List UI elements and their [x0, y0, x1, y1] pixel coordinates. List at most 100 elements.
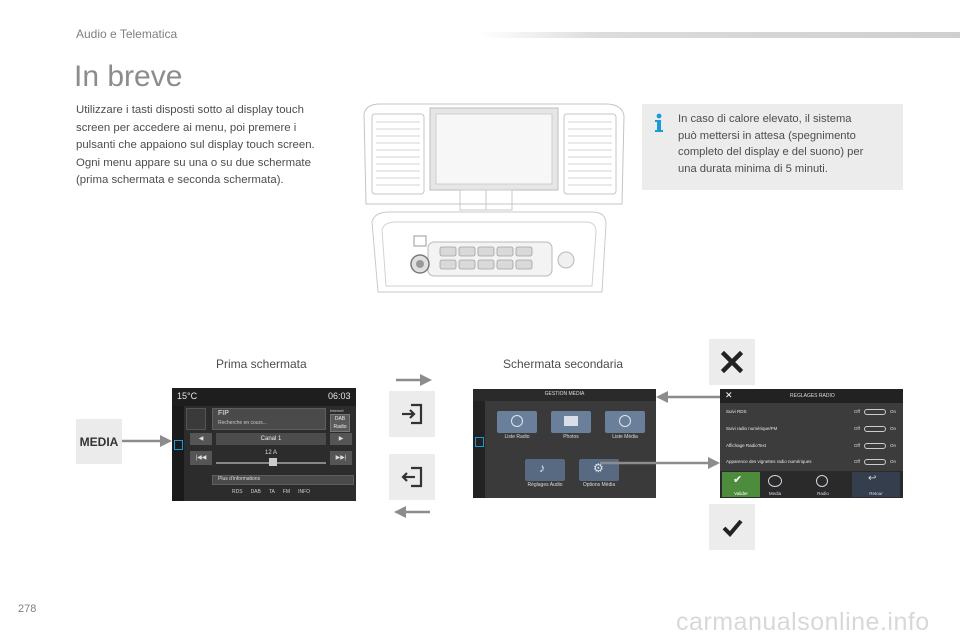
checkmark-icon	[722, 519, 743, 537]
intro-line: Utilizzare i tasti disposti sotto al dis…	[76, 104, 304, 116]
media-icon	[619, 415, 631, 427]
tab-label: Media	[768, 491, 782, 496]
setting-label: Affichage RadioText	[726, 443, 766, 448]
media-options-tile[interactable]	[579, 459, 619, 481]
radio-icon	[186, 408, 206, 430]
arrow-right-icon	[396, 374, 432, 386]
info-text: In caso di calore elevato, il sistema pu…	[678, 111, 896, 177]
temperature: 15°C	[177, 391, 198, 401]
intro-line: Ogni menu appare su una o su due scherma…	[76, 156, 311, 169]
radiotext-toggle[interactable]	[864, 443, 886, 449]
ta-indicator: TA	[268, 489, 275, 495]
slider-handle[interactable]	[269, 458, 277, 466]
slideshow-toggle[interactable]	[864, 459, 886, 465]
station-name: FIP	[218, 410, 229, 417]
rds-toggle[interactable]	[864, 409, 886, 415]
info-line: completo del display e del suono) per	[678, 146, 864, 158]
more-info-button[interactable]: Plus d'informations	[218, 476, 261, 482]
intro-line: pulsanti che appaiono sul display touch …	[76, 139, 315, 152]
audio-settings-tile[interactable]	[525, 459, 565, 481]
off-label: Off	[854, 459, 860, 464]
previous-screen-icon	[401, 466, 423, 488]
setting-label: Suivi RDS	[726, 409, 747, 414]
close-icon	[721, 351, 743, 373]
off-label: Off	[854, 443, 860, 448]
arrow-right-icon	[600, 457, 720, 469]
on-label: On	[890, 426, 897, 431]
back-button[interactable]	[852, 472, 900, 497]
seek-forward-button[interactable]: ▶▶|	[330, 451, 352, 465]
info-icon	[655, 113, 663, 132]
info-line: In caso di calore elevato, il sistema	[678, 113, 852, 125]
second-screen-screenshot: GESTION MEDIA Liste Radio Photos Liste M…	[473, 389, 656, 498]
back-arrow-icon: ↩	[868, 473, 877, 484]
on-label: On	[890, 443, 897, 448]
music-note-icon: ♪	[539, 461, 545, 475]
tile-label: Réglages Audio	[527, 482, 563, 488]
radio-icon	[511, 415, 523, 427]
dab-label: DAB	[334, 416, 346, 422]
setting-label: Suivi radio numérique/FM	[726, 426, 778, 431]
settings-screen-screenshot: ✕ REGLAGES RADIO Suivi RDS Suivi radio n…	[720, 389, 903, 498]
arrow-right-icon	[122, 435, 172, 447]
close-button[interactable]	[709, 339, 755, 385]
arrow-left-icon	[394, 506, 430, 518]
bottom-indicators: RDS DAB TA FM INFO	[232, 489, 352, 495]
photo-icon	[564, 416, 578, 426]
tile-label: Liste Radio	[504, 434, 530, 440]
tab-label: Valider	[734, 491, 748, 496]
back-icon[interactable]	[475, 437, 484, 447]
dab-sublabel: Radio	[333, 424, 347, 430]
screen2-header: GESTION MEDIA	[544, 391, 585, 397]
intro-paragraph: Utilizzare i tasti disposti sotto al dis…	[76, 102, 344, 190]
setting-label: Apparence des vignettes radio numériques	[726, 459, 812, 464]
confirm-button[interactable]	[709, 504, 755, 550]
clock: 06:03	[328, 391, 351, 401]
dab-button[interactable]: DAB Radio	[330, 414, 350, 432]
first-screen-screenshot: 15°C 06:03 FIP Recherche en cours... Int…	[172, 388, 356, 501]
first-screen-label: Prima schermata	[216, 357, 307, 371]
next-screen-button[interactable]	[389, 391, 435, 437]
header-rule	[480, 32, 960, 38]
next-button[interactable]: ▶	[330, 433, 352, 445]
next-screen-icon	[402, 403, 423, 425]
media-button[interactable]: MEDIA	[76, 419, 122, 464]
tile-label: Photos	[563, 434, 579, 440]
info-line: può mettersi in attesa (spegnimento	[678, 129, 856, 142]
close-icon[interactable]: ✕	[725, 390, 733, 400]
page-title: In breve	[74, 60, 183, 93]
previous-screen-button[interactable]	[389, 454, 435, 500]
page-number: 278	[18, 603, 37, 615]
channel-name: Canal 1	[216, 433, 326, 445]
watermark: carmanualsonline.info	[676, 608, 930, 636]
info-box	[642, 104, 903, 190]
prev-button[interactable]: ◀	[190, 433, 212, 445]
screen3-header: REGLAGES RADIO	[790, 393, 835, 399]
seek-back-button[interactable]: |◀◀	[190, 451, 212, 465]
rds-indicator: RDS	[232, 489, 243, 495]
source-tag: Internet	[330, 408, 344, 413]
info-indicator: INFO	[298, 489, 311, 495]
back-icon[interactable]	[174, 440, 183, 450]
tile-label: Options Média	[582, 482, 616, 488]
intro-line: screen per accedere ai menu, poi premere…	[76, 121, 297, 134]
frequency: 12 A	[264, 450, 277, 456]
gear-icon: ⚙	[593, 461, 604, 475]
off-label: Off	[854, 426, 860, 431]
fm-indicator: FM	[282, 489, 291, 495]
tab-label: Radio	[817, 491, 829, 496]
tab-label: Retour	[869, 491, 883, 496]
search-status: Recherche en cours...	[218, 420, 267, 426]
section-header: Audio e Telematica	[76, 27, 178, 41]
dab-fm-toggle[interactable]	[864, 426, 886, 432]
on-label: On	[890, 459, 897, 464]
validate-button[interactable]	[722, 472, 760, 497]
radio-icon[interactable]	[816, 475, 828, 487]
media-icon[interactable]	[768, 475, 782, 487]
dab-indicator: DAB	[250, 489, 261, 495]
checkmark-icon: ✔	[733, 474, 743, 486]
info-line: una durata minima di 5 minuti.	[678, 162, 828, 175]
off-label: Off	[854, 409, 860, 414]
second-screen-label: Schermata secondaria	[503, 357, 624, 371]
intro-line: (prima schermata e seconda schermata).	[76, 174, 284, 187]
